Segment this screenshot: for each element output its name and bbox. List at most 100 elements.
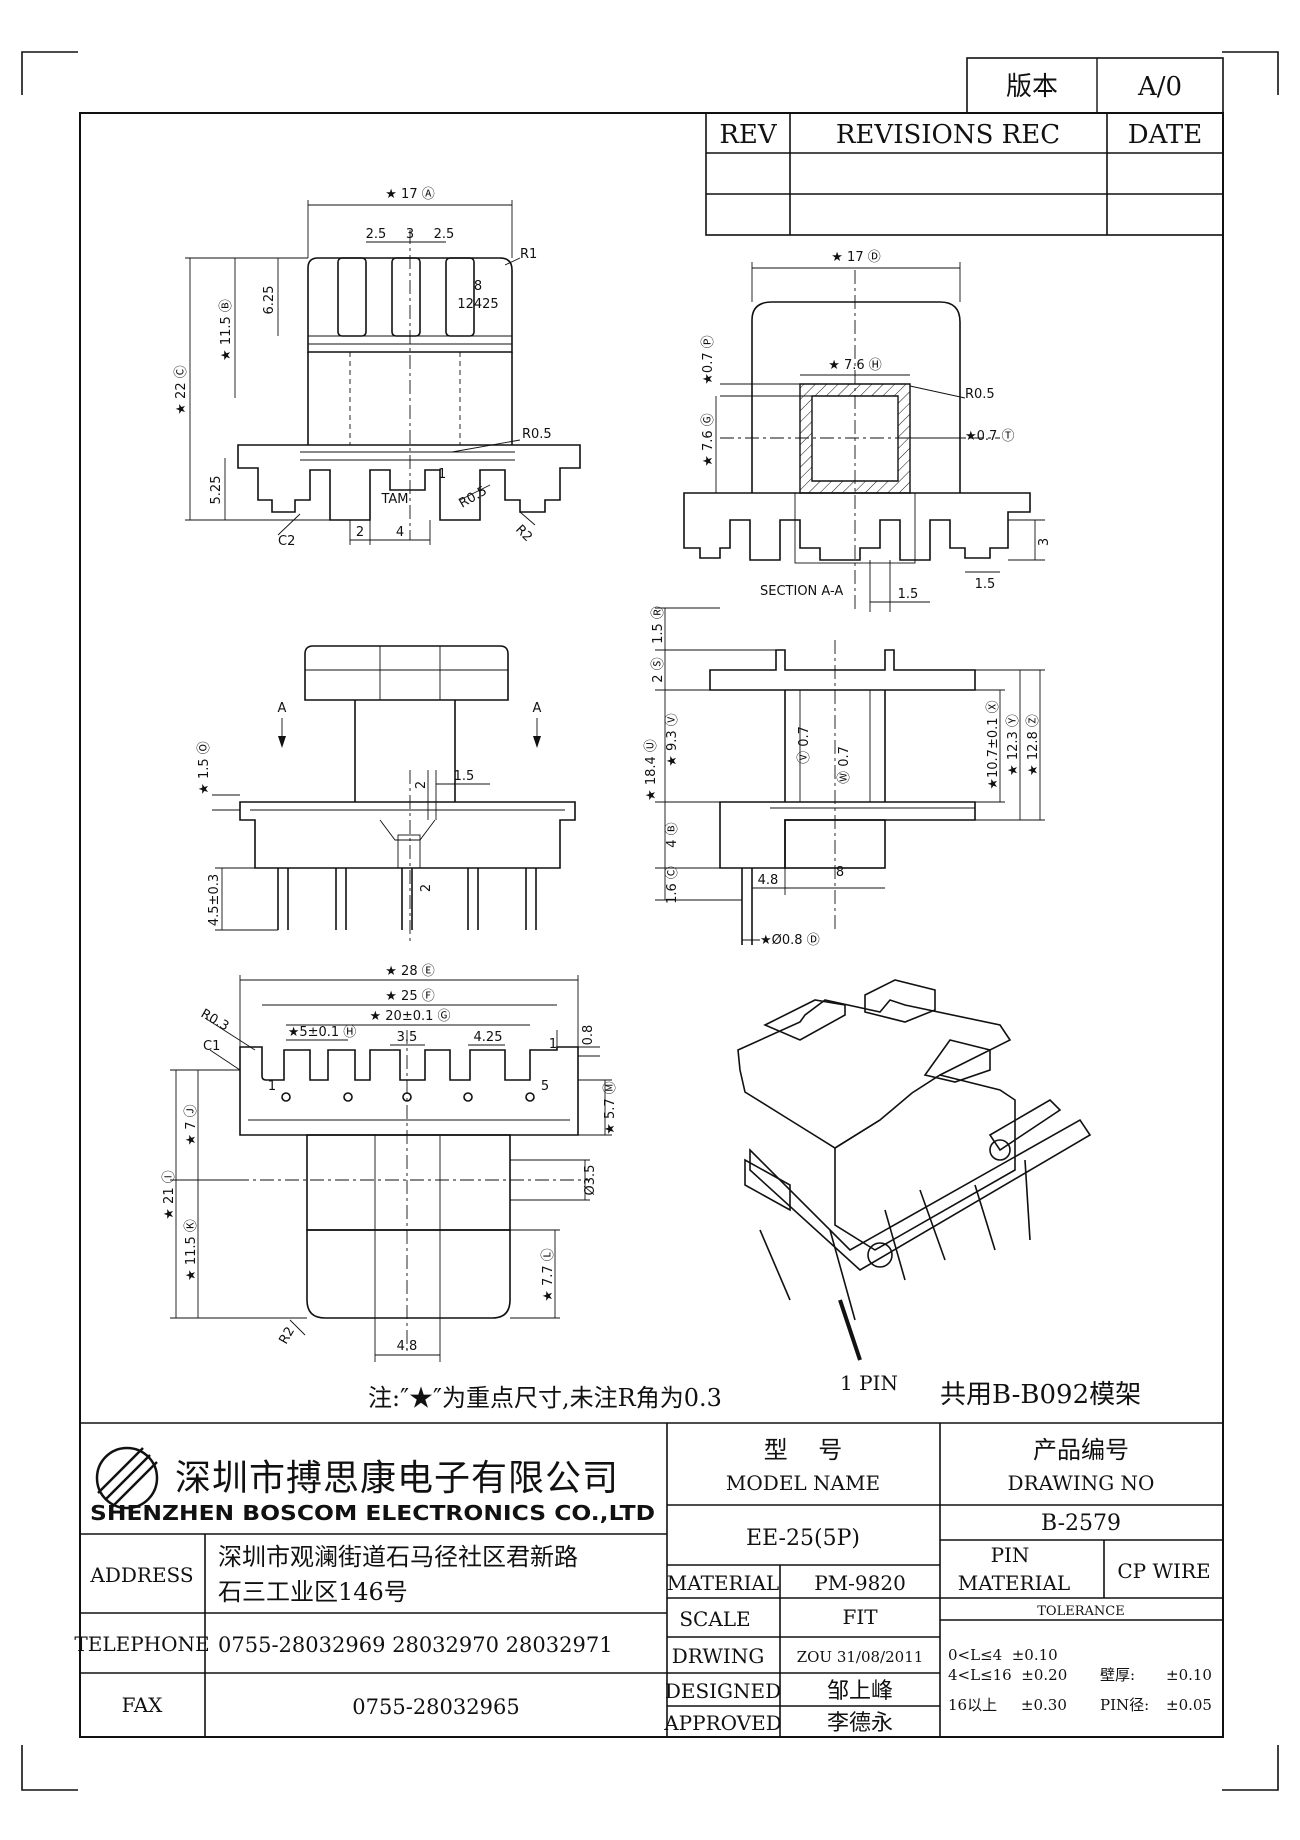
company-name-en: SHENZHEN BOSCOM ELECTRONICS CO.,LTD — [90, 1501, 655, 1525]
bottom-dim-3-5: 3.5 — [397, 1030, 418, 1045]
version-box: 版本 A/0 — [966, 57, 1224, 114]
fax-label: FAX — [122, 1693, 164, 1717]
front-dim-4-5: 4.5±0.3 — [207, 874, 222, 926]
iso-view: 1 PIN — [737, 979, 1092, 1395]
address-line-1: 深圳市观澜街道石马径社区君新路 — [218, 1543, 578, 1571]
front-section-a-right: A — [533, 701, 542, 716]
scale-label: SCALE — [679, 1607, 750, 1631]
side-dim-18-4: ★ 18.4 Ⓤ — [644, 739, 659, 801]
side-dim-12-8: ★ 12.8 Ⓩ — [1026, 714, 1041, 776]
top-dim-2-5a: 2.5 — [366, 227, 387, 242]
material-label: MATERIAL — [667, 1571, 779, 1595]
top-dim-6-25: 6.25 — [262, 286, 277, 315]
pin-diameter-label: PIN径: — [1100, 1696, 1149, 1714]
pin-diameter-value: ±0.05 — [1166, 1696, 1212, 1714]
side-dim-0-7w: Ⓦ 0.7 — [837, 746, 852, 784]
tolerance-line-3: 16以上 ±0.30 — [948, 1696, 1067, 1714]
bottom-dim-1: 1 — [549, 1037, 557, 1052]
side-dim-12-3: ★ 12.3 Ⓨ — [1006, 714, 1021, 776]
section-title: SECTION A-A — [760, 584, 843, 599]
model-value: EE-25(5P) — [746, 1526, 860, 1551]
top-dim-22: ★ 22 Ⓒ — [174, 365, 189, 414]
tolerance-label: TOLERANCE — [1037, 1604, 1124, 1619]
top-mark-8: 8 — [474, 279, 482, 294]
note-shared-mould: 共用B-B092模架 — [940, 1380, 1141, 1410]
side-dim-4-8: 4.8 — [758, 873, 779, 888]
tolerance-line-2: 4<L≤16 ±0.20 — [948, 1666, 1067, 1684]
front-dim-1-5-o: ★ 1.5 Ⓞ — [197, 741, 212, 795]
revision-table: REV REVISIONS REC DATE — [705, 112, 1224, 236]
top-dim-c2: C2 — [278, 534, 295, 549]
bottom-dim-7: ★ 7 Ⓙ — [184, 1104, 199, 1145]
address-label: ADDRESS — [89, 1563, 193, 1587]
top-dim-1: 1 — [438, 467, 446, 482]
bottom-dim-21: ★ 21 Ⓘ — [162, 1170, 177, 1219]
tolerance-line-1: 0<L≤4 ±0.10 — [948, 1646, 1058, 1664]
side-dim-8: 8 — [836, 865, 844, 880]
version-label: 版本 — [1006, 72, 1058, 102]
bottom-dim-c1: C1 — [203, 1039, 220, 1054]
designed-value: 邹上峰 — [827, 1679, 893, 1704]
top-view: TAM ★ 17 Ⓐ 2.5 3 2.5 R1 8 12425 6.25 ★ 1… — [174, 187, 581, 549]
front-dim-1-5: 1.5 — [454, 769, 475, 784]
section-dim-1-5a: 1.5 — [975, 577, 996, 592]
section-dim-7-6g: ★ 7.6 Ⓖ — [701, 413, 716, 467]
bottom-dim-r2: R2 — [276, 1325, 298, 1347]
bottom-pin-1-label: 1 — [268, 1079, 276, 1094]
drwing-value: ZOU 31/08/2011 — [797, 1648, 924, 1666]
front-dim-2b: 2 — [419, 884, 434, 892]
bottom-dim-5: ★5±0.1 Ⓗ — [288, 1025, 357, 1040]
bottom-view: 1 5 ★ 28 Ⓔ ★ 25 Ⓕ ★ 20±0.1 Ⓖ R0.3 ★5±0.1… — [162, 964, 618, 1362]
version-value: A/0 — [1137, 72, 1182, 102]
top-dim-3: 3 — [406, 227, 414, 242]
top-dim-2: 2 — [356, 525, 364, 540]
drawing-no-value: B-2579 — [1041, 1511, 1121, 1536]
top-dim-4: 4 — [396, 525, 404, 540]
front-pins — [277, 868, 537, 930]
section-dim-1-5b: 1.5 — [898, 587, 919, 602]
rev-header: REV — [719, 120, 778, 150]
side-dim-1-6: 1.6 Ⓒ — [665, 866, 680, 904]
top-tam-mark: TAM — [380, 492, 408, 507]
side-dim-10-7: ★10.7±0.1 Ⓧ — [986, 700, 1001, 789]
top-mark-12425: 12425 — [457, 297, 498, 312]
bottom-pin-holes — [281, 1092, 535, 1102]
side-dim-0-7v: Ⓥ 0.7 — [797, 726, 812, 764]
section-view: ★ 17 Ⓓ ★ 7.6 Ⓗ ★0.7 Ⓟ R0.5 ★0.7 Ⓣ ★ 7.6 … — [683, 250, 1052, 612]
top-dim-5-25: 5.25 — [209, 476, 224, 505]
front-dim-2a: 2 — [414, 781, 429, 789]
approved-value: 李德永 — [827, 1711, 893, 1736]
pin-material-value: CP WIRE — [1117, 1559, 1210, 1583]
bottom-dim-7-7: ★ 7.7 Ⓛ — [541, 1248, 556, 1302]
bottom-dim-r0-3: R0.3 — [198, 1006, 231, 1034]
drawing-no-cn: 产品编号 — [1033, 1436, 1129, 1464]
section-dim-0-7t: ★0.7 Ⓣ — [965, 429, 1014, 444]
revisions-rec-header: REVISIONS REC — [836, 120, 1060, 150]
pin-material-label-1: PIN — [991, 1543, 1030, 1567]
pin-material-label-2: MATERIAL — [958, 1571, 1070, 1595]
side-dim-4: 4 Ⓑ — [665, 822, 680, 847]
bottom-dim-4-8: 4.8 — [397, 1339, 418, 1354]
model-name-en: MODEL NAME — [726, 1471, 880, 1495]
iso-pin1-label: 1 PIN — [840, 1371, 898, 1395]
bottom-dim-4-25: 4.25 — [474, 1030, 503, 1045]
material-value: PM-9820 — [814, 1571, 906, 1595]
corner-marks — [21, 51, 1279, 1791]
bottom-dim-20: ★ 20±0.1 Ⓖ — [369, 1009, 450, 1024]
bottom-pin-5-label: 5 — [541, 1079, 549, 1094]
wall-thickness-value: ±0.10 — [1166, 1666, 1212, 1684]
company-logo — [95, 1446, 159, 1510]
main-border — [79, 112, 1224, 1738]
address-line-2: 石三工业区146号 — [218, 1578, 408, 1606]
section-dim-17: ★ 17 Ⓓ — [831, 250, 880, 265]
drawing-no-en: DRAWING NO — [1008, 1471, 1155, 1495]
top-dim-2-5b: 2.5 — [434, 227, 455, 242]
bottom-dim-28: ★ 28 Ⓔ — [385, 964, 434, 979]
top-dim-r0-5a: R0.5 — [522, 427, 552, 442]
top-dim-17: ★ 17 Ⓐ — [385, 187, 434, 202]
section-dim-3: 3 — [1037, 538, 1052, 546]
side-view: 1.5 Ⓡ 2 Ⓢ ★ 18.4 Ⓤ ★ 9.3 Ⓥ 4 Ⓑ 1.6 Ⓒ Ⓥ 0… — [644, 606, 1045, 948]
section-dim-r0-5: R0.5 — [965, 387, 995, 402]
bottom-dim-11-5: ★ 11.5 Ⓚ — [184, 1219, 199, 1281]
